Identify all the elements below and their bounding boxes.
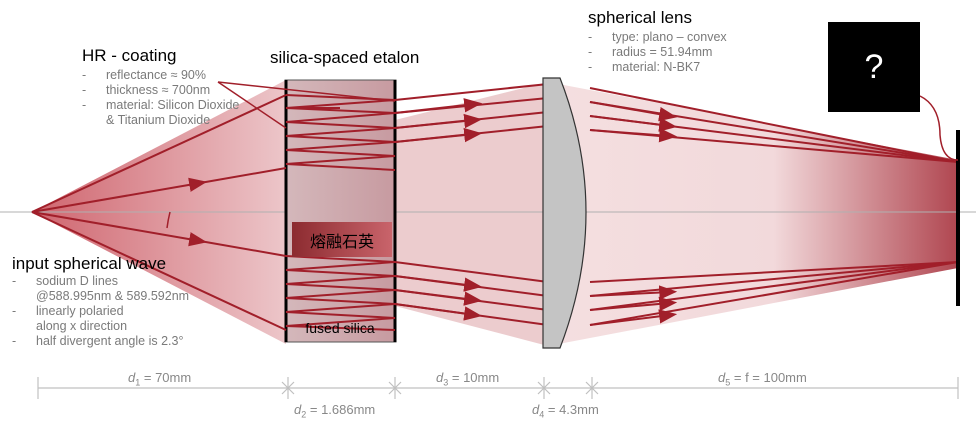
dimension-d5: d5 = f = 100mm	[718, 370, 807, 388]
spherical-lens	[542, 77, 587, 349]
hr-coating-leaders	[217, 81, 396, 129]
input-wave-item: -half divergent angle is 2.3°	[12, 334, 184, 348]
etalon-reflections-upper	[285, 94, 396, 171]
lens-list: -type: plano – convex -radius = 51.94mm …	[588, 30, 727, 75]
etalon-reflections-lower	[285, 255, 396, 331]
input-wave-item: along x direction	[36, 319, 128, 333]
hr-coating-item: & Titanium Dioxide	[106, 113, 211, 127]
lens-item: -type: plano – convex	[588, 30, 727, 44]
hr-coating-item: -material: Silicon Dioxide	[82, 98, 240, 112]
lens-item: -radius = 51.94mm	[588, 45, 713, 59]
etalon-title: silica-spaced etalon	[270, 48, 420, 67]
rays-to-detector	[589, 87, 959, 326]
input-wave-title: input spherical wave	[12, 254, 167, 273]
dimension-d1: d1 = 70mm	[128, 370, 192, 388]
dimension-d2: d2 = 1.686mm	[294, 402, 376, 420]
dimension-d3: d3 = 10mm	[436, 370, 500, 388]
hr-coating-title: HR - coating	[82, 46, 177, 65]
hr-coating-item: -thickness ≈ 700nm	[82, 83, 211, 97]
lens-title: spherical lens	[588, 8, 692, 27]
hr-coating-list: -reflectance ≈ 90% -thickness ≈ 700nm -m…	[82, 68, 239, 128]
unknown-device-box: ?	[828, 22, 920, 112]
input-wave-item: -sodium D lines	[12, 274, 118, 288]
fused-silica-label: fused silica	[305, 320, 375, 336]
rays-to-lens	[394, 83, 549, 326]
input-wave-list: -sodium D lines @588.995nm & 589.592nm -…	[12, 274, 189, 349]
lens-item: -material: N-BK7	[588, 60, 701, 74]
detector-cable	[919, 95, 959, 161]
dimension-lines	[37, 377, 959, 399]
dimension-d4: d4 = 4.3mm	[532, 402, 599, 420]
input-wave-item: @588.995nm & 589.592nm	[36, 289, 190, 303]
input-wave-item: -linearly polaried	[12, 304, 124, 318]
input-rays	[31, 94, 287, 331]
etalon-center-label: 熔融石英	[292, 222, 392, 257]
hr-coating-item: -reflectance ≈ 90%	[82, 68, 206, 82]
